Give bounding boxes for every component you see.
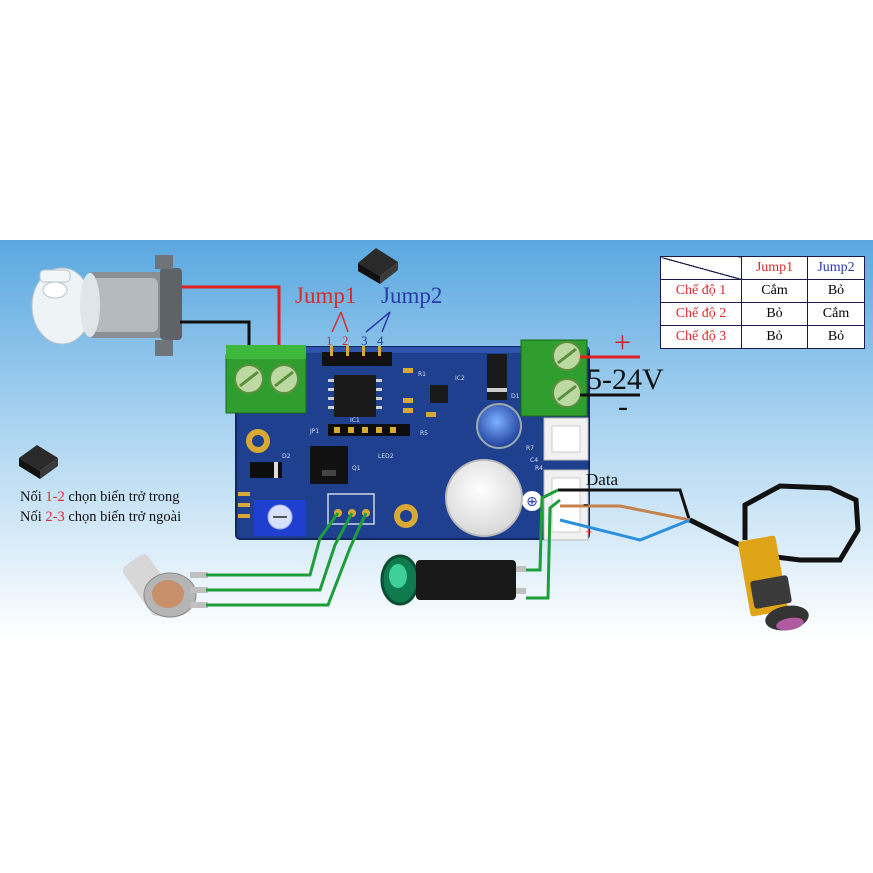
jumper-cap-icon <box>19 445 58 479</box>
water-pump <box>31 255 182 356</box>
data-label: Data <box>586 470 619 489</box>
note-2-suffix: chọn biến trở ngoài <box>64 509 182 525</box>
pin-number-3: 3 <box>361 333 368 348</box>
note-1-prefix: Nối <box>20 489 46 505</box>
silk-q1: Q1 <box>352 465 361 472</box>
mode-jump1-value: Bỏ <box>741 325 808 349</box>
mode-table-row: Chế độ 2 Bỏ Cắm <box>660 302 865 326</box>
mode-table-header-jump2: Jump2 <box>807 256 865 280</box>
jumper-cap-icon <box>358 248 398 284</box>
note-2-prefix: Nối <box>20 509 46 525</box>
mode-name: Chế độ 1 <box>660 279 742 303</box>
note-2-pins: 2-3 <box>45 509 65 525</box>
silk-r7: R7 <box>526 445 534 452</box>
jumper-notes: Nối 1-2 chọn biến trở trong Nối 2-3 chọn… <box>20 487 181 527</box>
led-wire-2 <box>526 498 561 600</box>
jump2-pointer <box>365 311 391 333</box>
board-plus-mark: ⊕ <box>526 494 538 510</box>
mode-jump2-value: Cắm <box>807 302 865 326</box>
mode-jump2-value: Bỏ <box>807 279 865 303</box>
note-1-suffix: chọn biến trở trong <box>64 489 180 505</box>
pot-wire-3 <box>206 512 368 607</box>
mode-jump2-value: Bỏ <box>807 325 865 349</box>
mode-table-header-jump1: Jump1 <box>741 256 808 280</box>
pin-number-1: 1 <box>326 333 333 348</box>
mode-table-header: Jump1 Jump2 <box>660 256 865 280</box>
silk-ic1: IC1 <box>350 417 360 424</box>
sensor-plus-mark: + <box>585 524 592 539</box>
control-board: ⊕ <box>225 339 590 541</box>
silk-r1: R1 <box>418 371 426 378</box>
sensor-minus-mark: - <box>583 494 589 513</box>
pump-red-wire <box>182 285 281 360</box>
voltage-label: 5-24V <box>587 363 664 396</box>
note-line-1: Nối 1-2 chọn biến trở trong <box>20 487 181 507</box>
jump1-heading: Jump1 <box>295 283 357 308</box>
mode-jump1-value: Cắm <box>741 279 808 303</box>
led-indicator <box>380 554 526 606</box>
silk-d2: D2 <box>282 453 291 460</box>
led-wire-1 <box>526 488 559 572</box>
pin-number-4: 4 <box>377 333 384 348</box>
jump1-pointer <box>331 311 349 333</box>
mode-table-row: Chế độ 3 Bỏ Bỏ <box>660 325 865 349</box>
silk-d1: D1 <box>511 393 520 400</box>
jump2-heading: Jump2 <box>381 283 443 308</box>
pin-number-2: 2 <box>342 333 349 348</box>
photoelectric-sensor <box>738 535 809 631</box>
mode-name: Chế độ 3 <box>660 325 742 349</box>
sensor-blue-wire <box>559 518 691 542</box>
mode-table-row: Chế độ 1 Cắm Bỏ <box>660 279 865 303</box>
silk-jp1: JP1 <box>309 428 319 435</box>
mode-jump1-value: Bỏ <box>741 302 808 326</box>
silk-led2: LED2 <box>378 453 394 460</box>
mode-name: Chế độ 2 <box>660 302 742 326</box>
sensor-brown-wire <box>560 504 691 522</box>
silk-ic2: IC2 <box>455 375 465 382</box>
silk-c4: C4 <box>530 457 538 464</box>
mode-table-corner <box>660 256 742 280</box>
mode-table: Jump1 Jump2 Chế độ 1 Cắm Bỏ Chế độ 2 Bỏ … <box>660 256 865 349</box>
silk-r4: R4 <box>535 465 543 472</box>
note-1-pins: 1-2 <box>45 489 65 505</box>
note-line-2: Nối 2-3 chọn biến trở ngoài <box>20 507 181 527</box>
pot-wire-2 <box>206 512 354 592</box>
power-plus-label: + <box>614 326 631 359</box>
external-potentiometer <box>122 554 208 618</box>
power-minus-label: - <box>618 390 628 423</box>
sensor-black-wire <box>558 488 692 523</box>
pot-wire-1 <box>206 512 340 577</box>
silk-r5: R5 <box>420 430 428 437</box>
